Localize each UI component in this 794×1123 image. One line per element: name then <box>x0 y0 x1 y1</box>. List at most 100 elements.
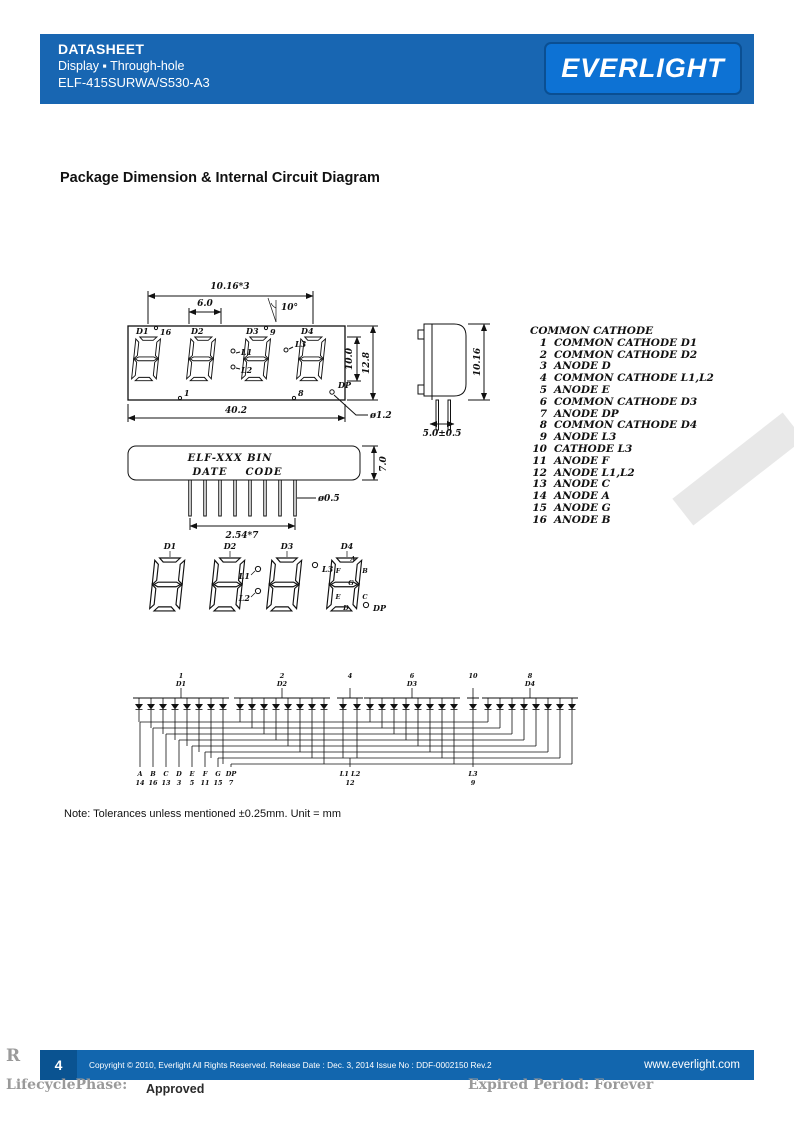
pin-number: 6 <box>539 395 547 408</box>
pin-row: 14 ANODE A <box>530 490 760 503</box>
circuit-top-name-1: D2 <box>276 680 288 688</box>
segment-g-label: G <box>348 579 354 587</box>
front-digit-d3: D3 <box>280 541 294 551</box>
pin-number: 4 <box>539 372 547 385</box>
circuit-bottom-seg-1: B <box>149 770 156 778</box>
page-number: 4 <box>40 1050 77 1080</box>
pin-number: 15 <box>532 501 547 514</box>
copyright-text: Copyright © 2010, Everlight All Rights R… <box>89 1060 492 1070</box>
circuit-top-pin-1: 2 <box>279 672 285 680</box>
pin-description: ANODE B <box>554 513 611 526</box>
tolerance-note: Note: Tolerances unless mentioned ±0.25m… <box>64 808 341 820</box>
front-digit-d4: D4 <box>340 541 354 551</box>
pin-description: ANODE E <box>554 383 610 396</box>
segment-e-label: E <box>335 593 342 601</box>
digit-label-d2: D2 <box>190 326 204 336</box>
pin-description: ANODE L3 <box>554 431 617 444</box>
dim-digit-width: 6.0 <box>197 299 213 309</box>
circuit-top-pin-2: 4 <box>348 672 353 680</box>
circuit-top-pin-5: 8 <box>528 672 533 680</box>
pin-description: ANODE F <box>554 454 610 467</box>
pin-description: ANODE A <box>554 490 610 503</box>
header-text-block: DATASHEET Display ▪ Through-hole ELF-415… <box>58 41 210 90</box>
pin16-label: 16 <box>160 327 172 337</box>
segment-f-label: F <box>335 567 341 575</box>
technical-drawing: D1 16 D2 D3 9 D4 L1 L2 L3 DP 1 8 10.16*3… <box>127 282 578 787</box>
package-front-dimensions: 10.16*3 6.0 10° 40.2 ø1.2 10.0 12.8 <box>127 282 392 422</box>
segment-c-label: C <box>362 593 368 601</box>
stamp-left-fragment: R <box>6 1046 21 1066</box>
footer-bar: 4 Copyright © 2010, Everlight All Rights… <box>40 1050 754 1080</box>
circuit-bottom-pin-3: 3 <box>177 779 182 787</box>
circuit-bottom-seg-4: E <box>189 770 196 778</box>
l3-label: L3 <box>294 339 307 349</box>
circuit-bottom-pin-6: 15 <box>213 779 223 787</box>
dim-body-height: 12.8 <box>362 351 372 374</box>
front-digit-d1: D1 <box>163 541 177 551</box>
circuit-top-pin-0: 1 <box>179 672 184 680</box>
dim-back-height: 7.0 <box>379 455 389 471</box>
pin-description: ANODE G <box>554 501 611 514</box>
stamp-lifecycle-value: Approved <box>146 1082 205 1096</box>
circuit-bottom-pin-1: 16 <box>148 779 158 787</box>
segment-b-label: B <box>361 567 368 575</box>
pin-row: 6 COMMON CATHODE D3 <box>530 395 760 409</box>
package-front-view: D1 16 D2 D3 9 D4 L1 L2 L3 DP 1 8 <box>127 325 352 401</box>
pin-description: CATHODE L3 <box>554 442 633 455</box>
website-link[interactable]: www.everlight.com <box>644 1059 740 1071</box>
internal-circuit-diagram: 1 D1 2 D2 4 6 D3 10 8 D4 A 14 B 16 C 13 … <box>133 672 578 787</box>
part-number: ELF-415SURWA/S530-A3 <box>58 75 210 90</box>
circuit-bottom-pin-2: 13 <box>161 779 171 787</box>
marking-date: DATE <box>192 467 228 478</box>
doc-type: DATASHEET <box>58 41 145 57</box>
pin-number: 11 <box>532 454 547 467</box>
circuit-bottom-seg-7: DP <box>225 770 238 778</box>
front-l3-label: L3 <box>321 564 334 574</box>
circuit-l3-label: L3 <box>467 770 478 778</box>
pin-description: COMMON CATHODE D1 <box>554 336 698 349</box>
circuit-bottom-seg-3: D <box>175 770 182 778</box>
header-band: DATASHEET Display ▪ Through-hole ELF-415… <box>40 34 754 104</box>
circuit-l1l2-label: L1 L2 <box>339 770 361 778</box>
dim-side-height: 10.16 <box>473 347 483 376</box>
package-side-view: 10.16 5.0±0.5 <box>417 323 490 439</box>
pin-row: 11 ANODE F <box>530 454 760 468</box>
pin1-label: 1 <box>184 388 190 398</box>
dp-label: DP <box>337 380 352 390</box>
pin-row: 2 COMMON CATHODE D2 <box>530 348 760 362</box>
display-front-view: D1 D2 D3 D4 L1 L2 L3 DP A F B G E C D <box>148 541 387 613</box>
doc-subtitle: Display ▪ Through-hole <box>58 59 185 73</box>
pin-row: 15 ANODE G <box>530 501 760 515</box>
front-dp-label: DP <box>372 603 387 613</box>
segment-a-label: A <box>349 555 355 563</box>
pin-number: 10 <box>532 442 547 455</box>
dim-overall-width: 40.2 <box>225 406 247 416</box>
everlight-logo: EVERLIGHT <box>544 42 742 95</box>
circuit-bottom-pin-0: 14 <box>135 779 145 787</box>
pin-row: 10 CATHODE L3 <box>530 442 760 456</box>
pin-number: 2 <box>539 348 547 361</box>
pin-number: 7 <box>539 407 547 420</box>
dim-dp-diameter: ø1.2 <box>369 411 392 421</box>
pin-description: COMMON CATHODE D2 <box>554 348 698 361</box>
pin-description: ANODE C <box>554 478 611 491</box>
circuit-top-name-5: D4 <box>524 680 536 688</box>
circuit-bottom-pin-5: 11 <box>200 779 209 787</box>
l2-label: L2 <box>240 365 253 375</box>
pin-list-title: COMMON CATHODE <box>530 325 654 337</box>
pin-description: COMMON CATHODE D4 <box>554 419 698 432</box>
dim-digit-pitch: 10.16*3 <box>210 282 249 292</box>
pin-number: 14 <box>532 490 547 503</box>
stamp-lifecycle-label: LifecyclePhase: <box>6 1077 128 1093</box>
pin-description: COMMON CATHODE D3 <box>554 395 698 408</box>
circuit-top-pin-4: 10 <box>468 672 478 680</box>
pin-number: 16 <box>532 513 547 526</box>
